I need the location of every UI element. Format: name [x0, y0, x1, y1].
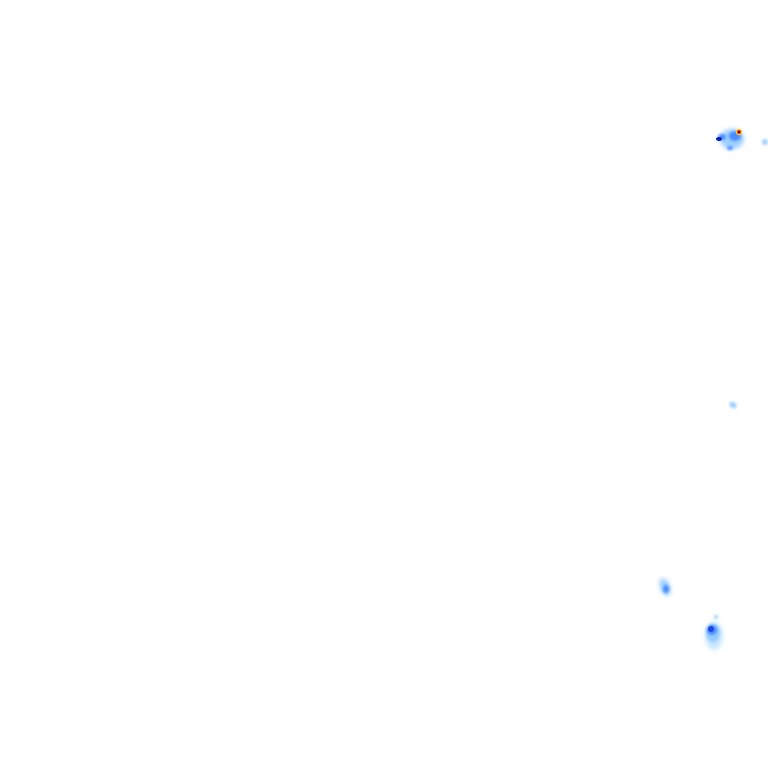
echo-cell-southeast-a — [659, 578, 671, 596]
echo-cell-far-east — [762, 139, 768, 145]
echo-moderate — [663, 585, 669, 593]
echo-cell-east — [729, 401, 737, 409]
echo-light — [727, 146, 733, 150]
echo-cell-northeast — [716, 128, 744, 150]
echo-cell-southeast-b — [705, 615, 723, 650]
echo-intense — [738, 131, 740, 133]
echo-light — [714, 615, 718, 619]
echo-heavy — [716, 137, 722, 141]
echo-heavy — [708, 626, 714, 632]
